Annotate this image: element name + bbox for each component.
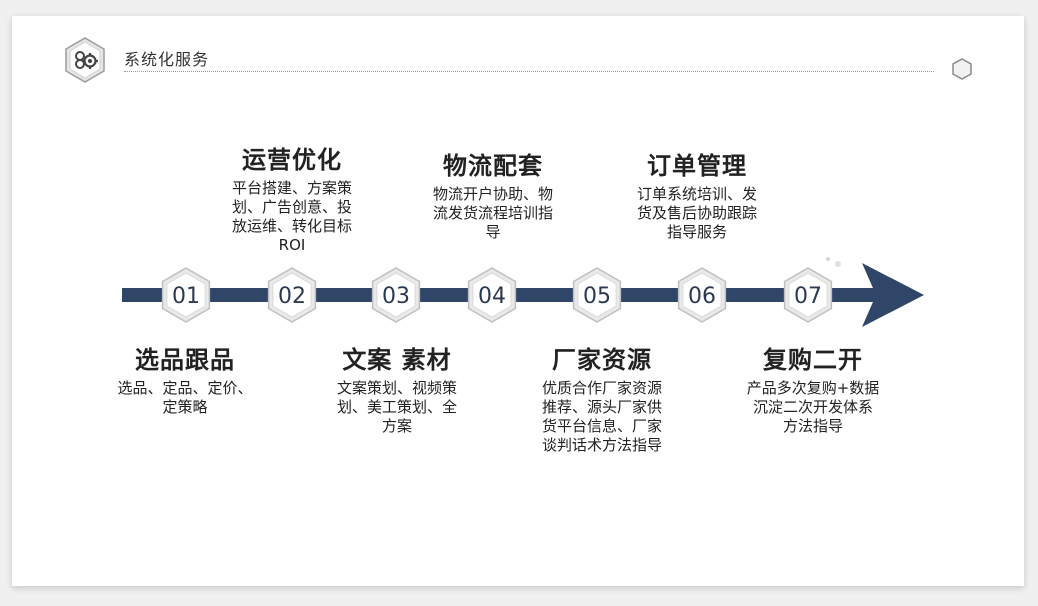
desc-line: 优质合作厂家资源 <box>541 379 662 397</box>
desc-line: 谈判话术方法指导 <box>541 436 662 454</box>
step-desc: 平台搭建、方案策 划、广告创意、投 放运维、转化目标 ROI <box>207 179 377 255</box>
desc-line: 物流开户协助、物 <box>432 185 553 203</box>
step-node-03: 03 <box>371 267 421 323</box>
desc-line: ROI <box>278 236 306 254</box>
hexagon-inner <box>577 272 617 318</box>
step-06-text: 订单管理 订单系统培训、发 货及售后协助跟踪 指导服务 <box>612 146 782 242</box>
desc-line: 选品、定品、定价、 <box>117 379 253 397</box>
step-number: 02 <box>278 284 306 309</box>
step-number: 05 <box>583 284 611 309</box>
step-number: 04 <box>478 284 506 309</box>
desc-line: 文案策划、视频策 <box>336 379 457 397</box>
hexagon-ornament-icon <box>952 58 972 80</box>
step-node-07: 07 <box>783 267 833 323</box>
hexagon-inner <box>166 272 206 318</box>
step-desc: 物流开户协助、物 流发货流程培训指 导 <box>408 185 578 242</box>
step-title: 厂家资源 <box>552 346 652 374</box>
desc-line: 方法指导 <box>782 417 843 435</box>
hexagon-inner <box>472 272 512 318</box>
step-title: 运营优化 <box>242 146 342 174</box>
desc-line: 平台搭建、方案策 <box>231 179 352 197</box>
desc-line: 货及售后协助跟踪 <box>636 204 757 222</box>
step-desc: 产品多次复购+数据 沉淀二次开发体系 方法指导 <box>728 379 898 436</box>
desc-line: 订单系统培训、发 <box>636 185 757 203</box>
hexagon-inner <box>788 272 828 318</box>
hexagon-inner <box>682 272 722 318</box>
step-node-06: 06 <box>677 267 727 323</box>
desc-line: 方案 <box>381 417 412 435</box>
step-desc: 优质合作厂家资源 推荐、源头厂家供 货平台信息、厂家 谈判话术方法指导 <box>517 379 687 455</box>
desc-line: 导 <box>485 223 501 241</box>
desc-line: 流发货流程培训指 <box>432 204 553 222</box>
desc-line: 货平台信息、厂家 <box>541 417 662 435</box>
hexagon-inner <box>376 272 416 318</box>
step-02-text: 运营优化 平台搭建、方案策 划、广告创意、投 放运维、转化目标 ROI <box>207 140 377 255</box>
section-title: 系统化服务 <box>124 50 210 69</box>
hexagon-inner <box>272 272 312 318</box>
desc-line: 划、美工策划、全 <box>336 398 457 416</box>
step-number: 03 <box>382 284 410 309</box>
step-number: 06 <box>688 284 716 309</box>
step-number: 01 <box>172 284 200 309</box>
step-title: 复购二开 <box>763 346 863 374</box>
step-node-02: 02 <box>267 267 317 323</box>
step-title: 物流配套 <box>443 152 543 180</box>
sparkle-icon <box>826 257 841 267</box>
step-03-text: 文案 素材 文案策划、视频策 划、美工策划、全 方案 <box>312 340 482 436</box>
step-title: 选品跟品 <box>135 346 235 374</box>
arrow-head <box>862 263 924 327</box>
step-07-text: 复购二开 产品多次复购+数据 沉淀二次开发体系 方法指导 <box>728 340 898 436</box>
step-01-text: 选品跟品 选品、定品、定价、 定策略 <box>100 340 270 417</box>
desc-line: 产品多次复购+数据 <box>746 379 880 397</box>
step-number: 07 <box>794 284 822 309</box>
gears-icon <box>65 37 105 83</box>
step-desc: 选品、定品、定价、 定策略 <box>100 379 270 417</box>
desc-line: 定策略 <box>162 398 208 416</box>
desc-line: 划、广告创意、投 <box>231 198 352 216</box>
header-divider <box>124 71 934 72</box>
step-title: 文案 素材 <box>342 346 452 374</box>
step-desc: 订单系统培训、发 货及售后协助跟踪 指导服务 <box>612 185 782 242</box>
step-node-04: 04 <box>467 267 517 323</box>
desc-line: 推荐、源头厂家供 <box>541 398 662 416</box>
step-desc: 文案策划、视频策 划、美工策划、全 方案 <box>312 379 482 436</box>
desc-line: 指导服务 <box>666 223 727 241</box>
step-node-01: 01 <box>161 267 211 323</box>
step-04-text: 物流配套 物流开户协助、物 流发货流程培训指 导 <box>408 146 578 242</box>
step-05-text: 厂家资源 优质合作厂家资源 推荐、源头厂家供 货平台信息、厂家 谈判话术方法指导 <box>517 340 687 455</box>
desc-line: 沉淀二次开发体系 <box>752 398 873 416</box>
desc-line: 放运维、转化目标 <box>231 217 352 235</box>
step-node-05: 05 <box>572 267 622 323</box>
step-title: 订单管理 <box>647 152 747 180</box>
